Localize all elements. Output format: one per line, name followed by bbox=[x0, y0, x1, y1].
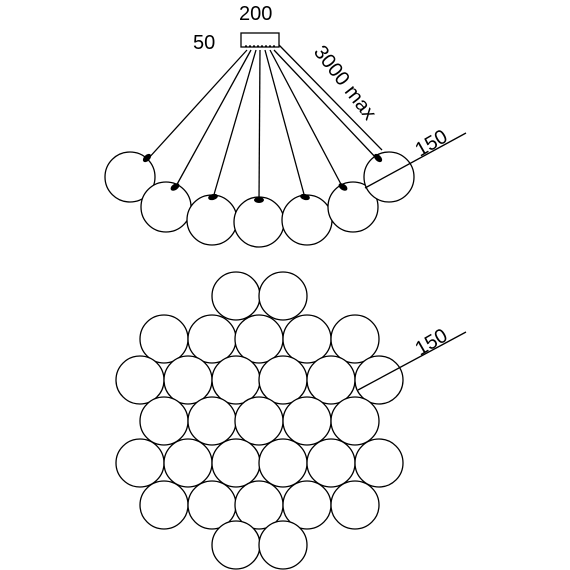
cable bbox=[269, 49, 344, 189]
canopy-box bbox=[240, 32, 280, 48]
globe-cap bbox=[300, 193, 310, 201]
globe bbox=[330, 314, 380, 364]
globe-cap bbox=[338, 183, 348, 191]
globe bbox=[330, 480, 380, 530]
canopy bbox=[240, 32, 280, 48]
globe bbox=[234, 396, 284, 446]
globe-caps bbox=[142, 153, 383, 203]
globe bbox=[211, 271, 261, 321]
globe bbox=[211, 520, 261, 570]
globe bbox=[327, 181, 379, 233]
globe bbox=[234, 314, 284, 364]
globe bbox=[140, 181, 192, 233]
globe bbox=[186, 194, 238, 246]
globe bbox=[363, 151, 415, 203]
cable bbox=[212, 49, 257, 199]
globe bbox=[211, 355, 261, 405]
canopy-width-label: 200 bbox=[239, 3, 272, 25]
globe bbox=[104, 151, 156, 203]
cable bbox=[264, 49, 306, 199]
globe-cap bbox=[208, 193, 218, 201]
globe bbox=[258, 520, 308, 570]
side-diameter-leader bbox=[364, 132, 467, 189]
cable bbox=[273, 49, 379, 161]
globe bbox=[233, 196, 285, 248]
globe bbox=[258, 438, 308, 488]
globe bbox=[163, 355, 213, 405]
globe-cap bbox=[254, 197, 264, 203]
cable bbox=[174, 49, 252, 189]
globe bbox=[330, 396, 380, 446]
top-globes bbox=[115, 271, 404, 570]
globe bbox=[281, 194, 333, 246]
globe-cap bbox=[373, 153, 383, 163]
globe bbox=[139, 396, 189, 446]
cable bbox=[258, 49, 261, 202]
globe bbox=[115, 438, 165, 488]
globe bbox=[282, 314, 332, 364]
globe bbox=[211, 438, 261, 488]
globe bbox=[139, 314, 189, 364]
globe-cap bbox=[142, 153, 152, 163]
side-globe-diameter-label: 150 bbox=[412, 126, 452, 162]
top-globe-diameter-label: 150 bbox=[412, 325, 452, 361]
globe bbox=[258, 271, 308, 321]
side-globes bbox=[104, 151, 415, 248]
globe bbox=[306, 438, 356, 488]
canopy-height-label: 50 bbox=[193, 32, 215, 54]
top-view: 150 bbox=[115, 271, 467, 570]
cable-length-dimension-line bbox=[278, 44, 383, 151]
globe-cap bbox=[170, 183, 180, 191]
globe bbox=[139, 480, 189, 530]
cable bbox=[146, 49, 248, 161]
globe bbox=[354, 438, 404, 488]
globe bbox=[282, 396, 332, 446]
globe bbox=[258, 355, 308, 405]
globe bbox=[306, 355, 356, 405]
globe bbox=[163, 438, 213, 488]
globe bbox=[187, 396, 237, 446]
globe bbox=[354, 355, 404, 405]
globe bbox=[115, 355, 165, 405]
side-view: 200 50 3000 max 150 bbox=[104, 3, 467, 248]
top-diameter-leader bbox=[357, 331, 467, 391]
suspension-cables bbox=[146, 49, 379, 202]
globe bbox=[187, 314, 237, 364]
